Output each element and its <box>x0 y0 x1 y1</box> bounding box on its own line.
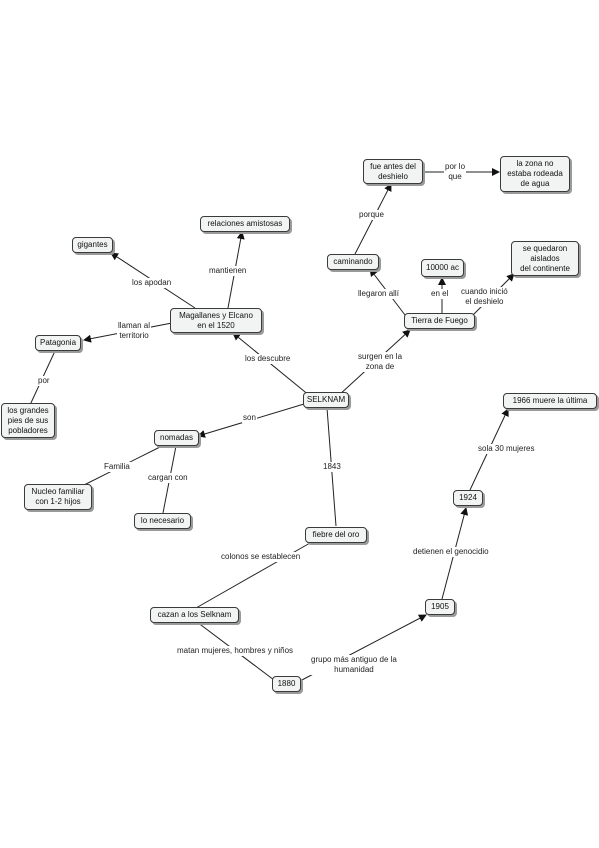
label-colonos: colonos se establecen <box>220 552 302 562</box>
node-magallanes: Magallanes y Elcano en el 1520 <box>170 308 262 333</box>
node-patagonia: Patagonia <box>35 335 81 351</box>
node-1966: 1966 muere la última <box>503 393 597 409</box>
node-caminando: caminando <box>327 254 379 270</box>
label-los-apodan: los apodan <box>131 278 173 288</box>
node-1905: 1905 <box>425 599 455 615</box>
node-fiebre: fiebre del oro <box>305 527 367 543</box>
label-porque: porque <box>358 210 385 220</box>
label-por: por <box>37 376 51 386</box>
label-en-el: en el <box>430 289 450 299</box>
node-1880: 1880 <box>272 676 301 692</box>
label-por-lo-que: por lo que <box>444 162 467 182</box>
node-deshielo: fue antes del deshielo <box>363 159 423 184</box>
node-nucleo: Nucleo familiar con 1-2 hijos <box>24 484 92 510</box>
label-detienen: detienen el genocidio <box>412 547 490 557</box>
label-mantienen: mantienen <box>208 266 248 276</box>
label-sola: sola 30 mujeres <box>477 444 536 454</box>
node-1924: 1924 <box>453 490 483 506</box>
label-son: son <box>242 413 257 423</box>
label-cuando: cuando inició el deshielo <box>460 287 509 307</box>
label-llaman-territorio: llaman al territorio <box>117 321 152 341</box>
node-aislados: se quedaron aislados del continente <box>511 241 579 276</box>
label-surgen: surgen en la zona de <box>357 352 404 372</box>
edge-selknam-magallanes <box>232 332 311 397</box>
label-llegaron: llegaron allí <box>357 289 400 299</box>
node-10000: 10000 ac <box>421 259 464 277</box>
node-selknam: SELKNAM <box>303 392 349 408</box>
node-grandes-pies: los grandes pies de sus pobladores <box>1 403 55 438</box>
node-nomadas: nomadas <box>154 430 199 446</box>
node-tierra-fuego: Tierra de Fuego <box>404 313 475 329</box>
label-grupo: grupo más antiguo de la humanidad <box>310 655 398 675</box>
node-rodeada: la zona no estaba rodeada de agua <box>500 156 570 192</box>
node-cazan: cazan a los Selknam <box>150 607 239 623</box>
label-matan: matan mujeres, hombres y niños <box>176 646 295 656</box>
label-1843: 1843 <box>322 462 342 472</box>
node-relaciones: relaciones amistosas <box>200 216 290 232</box>
label-cargan-con: cargan con <box>147 473 189 483</box>
node-gigantes: gigantes <box>72 237 113 253</box>
label-familia: Familia <box>103 462 131 472</box>
label-los-descubre: los descubre <box>244 354 292 364</box>
node-necesario: lo necesario <box>134 513 191 529</box>
